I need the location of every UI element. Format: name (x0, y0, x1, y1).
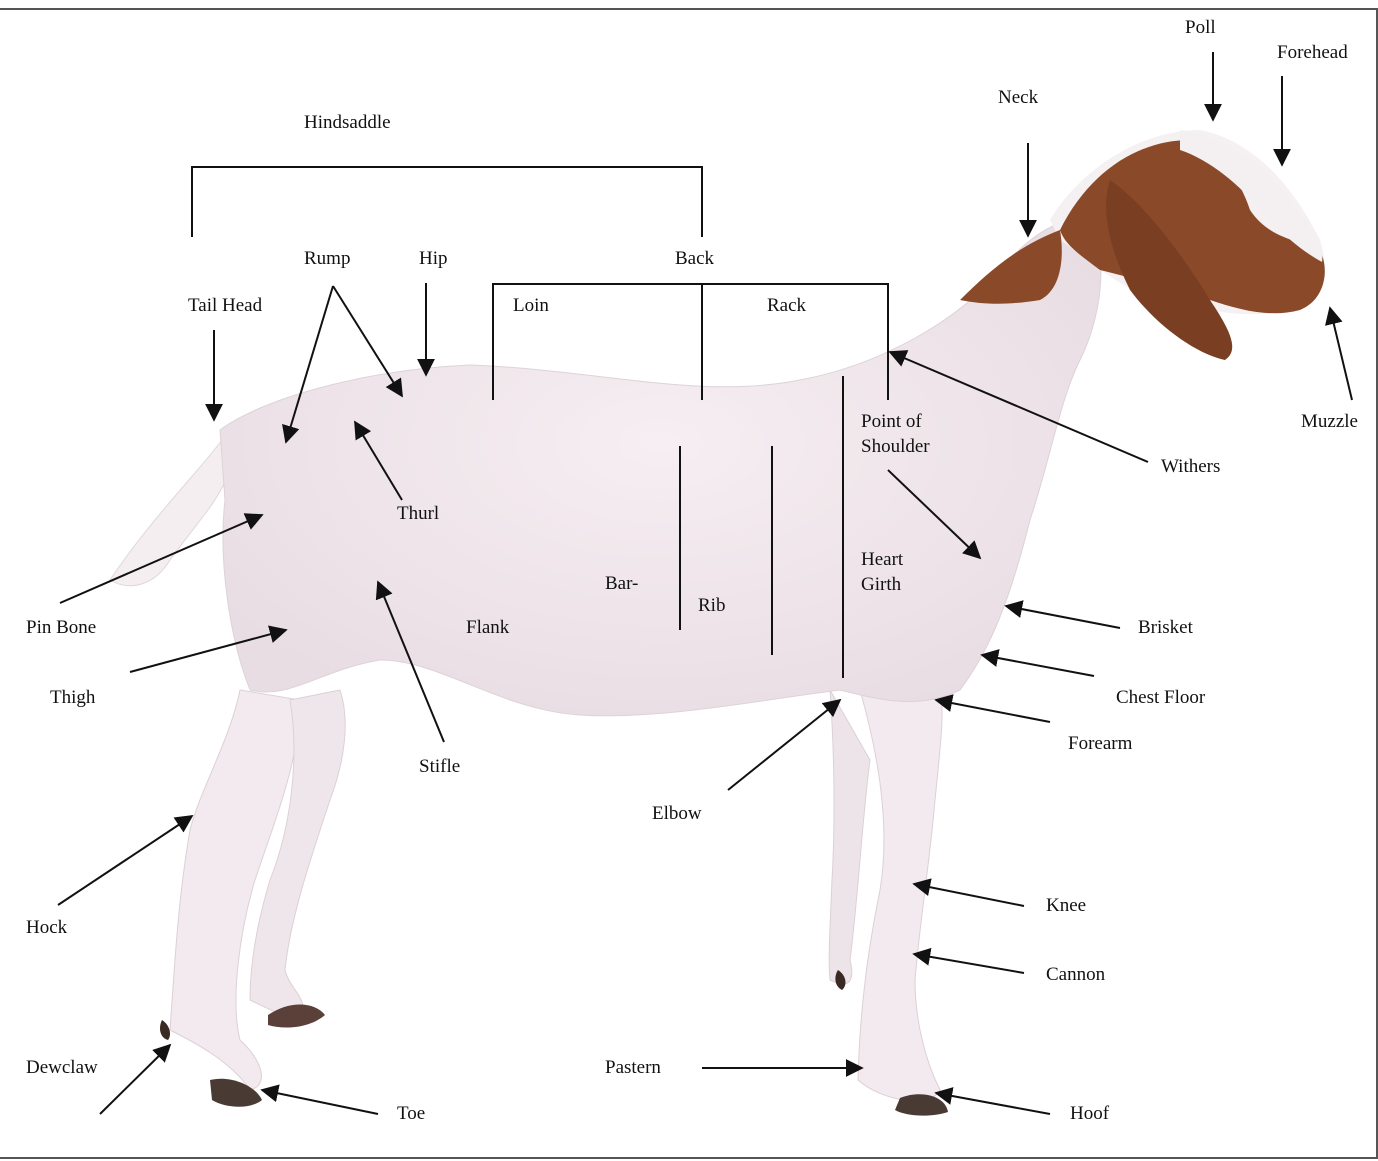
label-neck: Neck (998, 86, 1038, 110)
hock-arrow (58, 816, 192, 905)
label-chest-floor: Chest Floor (1116, 686, 1205, 710)
label-forehead: Forehead (1277, 41, 1348, 65)
dewclaw-arrow (100, 1045, 170, 1114)
label-rack: Rack (767, 294, 806, 318)
toe-arrow (262, 1090, 378, 1114)
label-point-of-shoulder-line2: Shoulder (861, 435, 930, 459)
knee-arrow (914, 884, 1024, 906)
label-brisket: Brisket (1138, 616, 1193, 640)
label-muzzle: Muzzle (1301, 410, 1358, 434)
forearm-arrow (936, 700, 1050, 722)
chest-floor-arrow (982, 655, 1094, 676)
label-rump: Rump (304, 247, 350, 271)
label-hoof: Hoof (1070, 1102, 1109, 1126)
label-hock: Hock (26, 916, 67, 940)
label-cannon: Cannon (1046, 963, 1105, 987)
label-hip: Hip (419, 247, 448, 271)
region-brackets (192, 167, 888, 400)
label-flank: Flank (466, 616, 509, 640)
label-heart-girth-line2: Girth (861, 573, 901, 597)
label-forearm: Forearm (1068, 732, 1132, 756)
label-tail-head: Tail Head (188, 294, 262, 318)
label-point-of-shoulder-line1: Point of (861, 410, 922, 434)
label-back: Back (675, 247, 714, 271)
label-elbow: Elbow (652, 802, 702, 826)
label-withers: Withers (1161, 455, 1220, 479)
muzzle-arrow (1330, 308, 1352, 400)
label-stifle: Stifle (419, 755, 460, 779)
label-barrel: Bar- (605, 572, 638, 596)
label-pin-bone: Pin Bone (26, 616, 96, 640)
label-hindsaddle: Hindsaddle (304, 111, 391, 135)
label-loin: Loin (513, 294, 549, 318)
hoof-arrow (936, 1093, 1050, 1114)
brisket-arrow (1006, 606, 1120, 628)
label-thurl: Thurl (397, 502, 439, 526)
label-toe: Toe (397, 1102, 425, 1126)
label-thigh: Thigh (50, 686, 95, 710)
elbow-arrow (728, 700, 840, 790)
label-poll: Poll (1185, 16, 1216, 40)
cannon-arrow (914, 954, 1024, 973)
label-pastern: Pastern (605, 1056, 661, 1080)
label-heart-girth-line1: Heart (861, 548, 903, 572)
label-rib: Rib (698, 594, 725, 618)
hindsaddle-bracket (192, 167, 702, 237)
label-dewclaw: Dewclaw (26, 1056, 98, 1080)
label-knee: Knee (1046, 894, 1086, 918)
